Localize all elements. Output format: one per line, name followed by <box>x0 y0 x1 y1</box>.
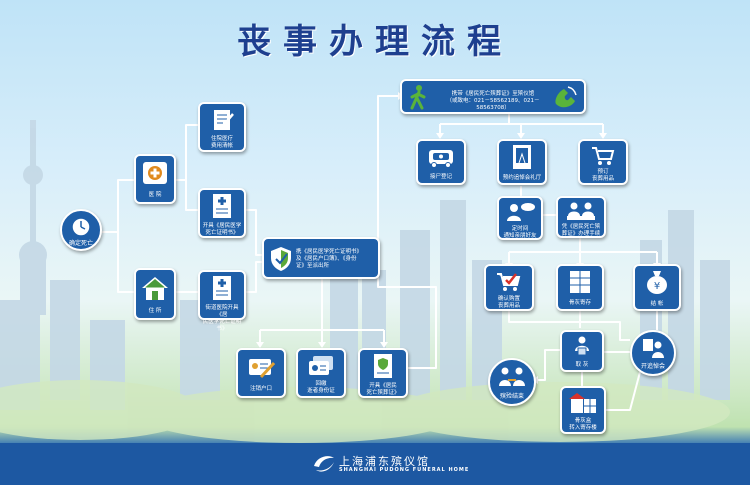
node-police-report: 携《居民医学死亡证明书》 及《居民户口簿》、《身份 证》至派出所 <box>262 237 380 279</box>
node-hospital-certificate: 开具《居民医学 死亡证明书》 <box>198 188 246 238</box>
hearse-icon <box>426 146 456 168</box>
medical-cross-icon <box>142 161 168 185</box>
node-hospital-expense: 住院医疗 费用清帐 <box>198 102 246 152</box>
node-residence-certificate: 街道医院开具《居 民医学死亡证明书》 <box>198 270 246 320</box>
node-hospital: 医 院 <box>134 154 176 204</box>
node-book-hall: 预约追悼会礼厅 <box>497 139 547 185</box>
shopping-cart-icon <box>590 145 616 167</box>
svg-text:¥: ¥ <box>654 281 660 292</box>
id-cards-icon <box>307 354 335 378</box>
person-box-icon <box>570 335 594 357</box>
clock-icon <box>70 216 92 238</box>
money-bag-icon: ¥ <box>645 269 669 295</box>
document-pen-icon <box>209 108 235 132</box>
handshake-icon <box>497 366 527 388</box>
organization-english-name: SHANGHAI PUDONG FUNERAL HOME <box>339 467 469 473</box>
node-confirm-death: 确定死亡 <box>60 209 102 251</box>
storage-building-icon <box>568 391 598 415</box>
node-ash-storage: 骨灰寄存 <box>556 264 604 311</box>
funeral-home-logo-icon <box>311 450 337 474</box>
cart-check-icon <box>495 270 523 292</box>
shield-icon <box>270 246 292 272</box>
node-buy-supplies: 确认购置 丧葬用品 <box>484 264 534 311</box>
memorial-frame-icon <box>510 144 534 170</box>
node-set-time: 定时间 通知亲朋好友 <box>497 196 543 240</box>
node-ashes-transfer: 骨灰盒 转入寄存楼 <box>560 386 606 434</box>
storage-cabinet-icon <box>569 270 591 294</box>
id-card-pen-icon <box>247 355 275 379</box>
node-book-supplies: 预订 丧葬用品 <box>578 139 628 185</box>
person-speech-icon <box>504 201 536 223</box>
medical-document-icon <box>211 275 233 301</box>
phone-icon <box>552 84 578 110</box>
medical-document-icon <box>211 193 233 219</box>
node-settle-account: ¥ 结 帐 <box>633 264 681 311</box>
node-handle-procedures: 凭《居民死亡殡 葬证》办理手续 <box>556 196 606 238</box>
node-contact-funeral-home: 携带《居民死亡殡葬证》至殡仪馆 （或致电：021－58562189、021－58… <box>400 79 586 114</box>
node-residence: 住 所 <box>134 268 176 320</box>
certificate-icon <box>372 353 394 379</box>
node-body-registration: 接尸登记 <box>416 139 466 185</box>
mourner-icon <box>640 337 666 359</box>
walking-person-icon <box>408 84 428 110</box>
node-cremation-certificate: 开具《居民 死亡殡葬证》 <box>358 348 408 398</box>
house-icon <box>141 275 169 301</box>
node-memorial-service: 开追悼会 <box>630 330 676 376</box>
node-collect-ashes: 取 灰 <box>560 330 604 372</box>
node-return-id: 回缴 逝者身份证 <box>296 348 346 398</box>
node-cancel-hukou: 注销户口 <box>236 348 286 398</box>
service-counter-icon <box>565 200 597 222</box>
node-funeral-complete: 殡殓结束 <box>488 358 536 406</box>
